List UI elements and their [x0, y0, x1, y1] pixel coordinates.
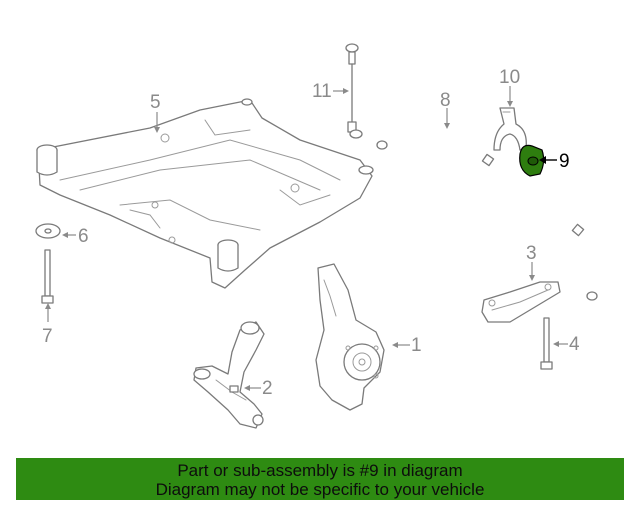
- stabilizer-link: [345, 43, 363, 139]
- lower-control-arm: [193, 321, 265, 429]
- lower-bracket: [481, 281, 561, 323]
- stabilizer-bushing-highlighted[interactable]: [519, 144, 545, 177]
- callout-2: 2: [262, 378, 273, 399]
- callout-11: 11: [312, 81, 332, 102]
- callout-10: 10: [499, 67, 520, 88]
- callout-5: 5: [150, 92, 161, 113]
- parts-diagram: 5 6 7 11 8 10: [35, 43, 598, 429]
- info-banner: Part or sub-assembly is #9 in diagram Di…: [16, 458, 624, 500]
- bushing-clamp: [493, 107, 527, 151]
- callout-7: 7: [42, 326, 53, 347]
- callout-9: 9: [559, 151, 570, 172]
- callout-6: 6: [78, 226, 89, 247]
- callout-8: 8: [440, 90, 451, 111]
- callout-1: 1: [411, 335, 422, 356]
- subframe-bolt: [41, 249, 54, 304]
- callout-3: 3: [526, 243, 537, 264]
- stabilizer-bar: [376, 130, 598, 301]
- banner-line-disclaimer: Diagram may not be specific to your vehi…: [155, 480, 485, 499]
- bracket-bolt: [540, 317, 553, 370]
- steering-knuckle: [315, 263, 385, 411]
- callout-4: 4: [569, 334, 580, 355]
- banner-line-part-info: Part or sub-assembly is #9 in diagram: [177, 461, 463, 480]
- front-subframe: [36, 98, 374, 289]
- washer: [35, 223, 61, 239]
